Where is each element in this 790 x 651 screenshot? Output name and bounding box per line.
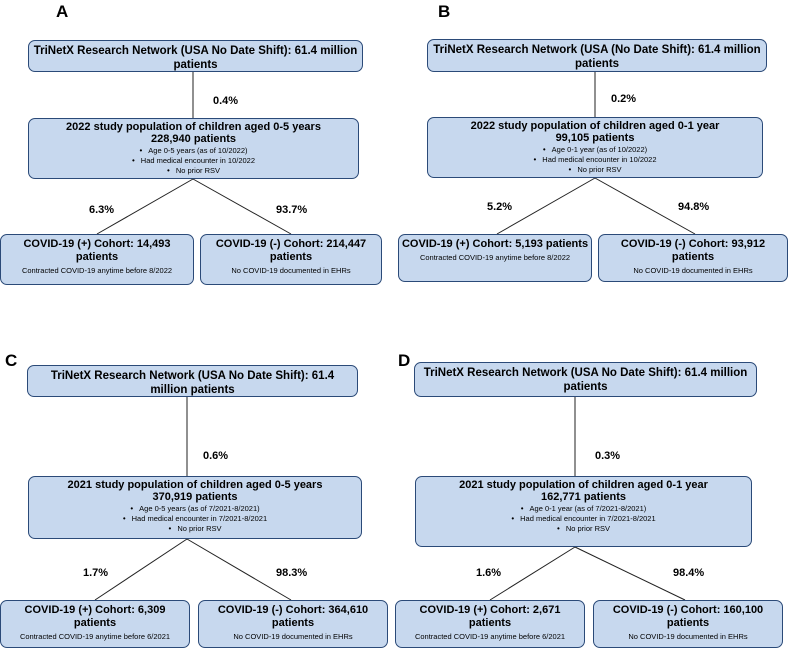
covid-positive-cohort-note: Contracted COVID-19 anytime before 6/202…	[414, 632, 566, 641]
panel-a: A TriNetX Research Network (USA No Date …	[0, 0, 395, 325]
connector-lines	[489, 386, 686, 601]
inclusion-criteria: Age 0-1 year (as of 10/2022) Had medical…	[432, 145, 758, 175]
study-population-title: 2021 study population of children aged 0…	[67, 479, 323, 491]
criterion-encounter: Had medical encounter in 10/2022	[33, 156, 354, 166]
study-population-box: 2022 study population of children aged 0…	[28, 118, 359, 179]
covid-negative-cohort-title: COVID-19 (-) Cohort: 160,100 patients	[612, 604, 764, 629]
study-population-title: 2022 study population of children aged 0…	[470, 120, 720, 132]
criterion-age: Age 0-1 year (as of 7/2021-8/2021)	[420, 504, 747, 514]
inclusion-criteria: Age 0-5 years (as of 10/2022) Had medica…	[33, 146, 354, 176]
inclusion-criteria: Age 0-1 year (as of 7/2021-8/2021) Had m…	[420, 504, 747, 534]
percent-covid-positive: 6.3%	[89, 204, 115, 216]
connector-left	[496, 177, 596, 235]
covid-positive-cohort-note: Contracted COVID-19 anytime before 6/202…	[19, 632, 171, 641]
connector-left	[489, 546, 576, 601]
criterion-age: Age 0-5 years (as of 10/2022)	[33, 146, 354, 156]
percent-study-population: 0.4%	[213, 95, 239, 107]
study-population-box: 2021 study population of children aged 0…	[28, 476, 362, 539]
covid-positive-cohort-title: COVID-19 (+) Cohort: 6,309 patients	[24, 604, 166, 629]
criterion-no-rsv: No prior RSV	[432, 165, 758, 175]
covid-negative-cohort-title: COVID-19 (-) Cohort: 214,447 patients	[215, 238, 367, 263]
percent-study-population: 0.2%	[611, 93, 637, 105]
percent-study-population: 0.3%	[595, 450, 621, 462]
percent-covid-negative: 93.7%	[276, 204, 308, 216]
covid-negative-cohort-title: COVID-19 (-) Cohort: 93,912 patients	[620, 238, 766, 263]
panel-letter: A	[56, 2, 69, 21]
covid-positive-cohort-box: COVID-19 (+) Cohort: 6,309 patients Cont…	[0, 600, 190, 648]
criterion-no-rsv: No prior RSV	[33, 166, 354, 176]
study-population-count: 162,771 patients	[541, 491, 626, 503]
source-network-box: TriNetX Research Network (USA No Date Sh…	[27, 365, 358, 397]
percent-covid-negative: 94.8%	[678, 201, 710, 213]
connector-right	[186, 538, 292, 601]
percent-covid-negative: 98.3%	[276, 567, 308, 579]
panel-c: C TriNetX Research Network (USA No Date …	[0, 325, 395, 650]
source-network-box: TriNetX Research Network (USA No Date Sh…	[414, 362, 757, 397]
criterion-encounter: Had medical encounter in 7/2021-8/2021	[420, 514, 747, 524]
covid-negative-cohort-box: COVID-19 (-) Cohort: 93,912 patients No …	[598, 234, 788, 282]
panel-letter: C	[5, 351, 18, 370]
percent-covid-negative: 98.4%	[673, 567, 705, 579]
percent-study-population: 0.6%	[203, 450, 229, 462]
source-network-box: TriNetX Research Network (USA No Date Sh…	[28, 40, 363, 72]
covid-positive-cohort-box: COVID-19 (+) Cohort: 5,193 patients Cont…	[398, 234, 592, 282]
study-population-box: 2021 study population of children aged 0…	[415, 476, 752, 547]
percent-covid-positive: 1.7%	[83, 567, 109, 579]
criterion-no-rsv: No prior RSV	[33, 524, 357, 534]
connector-lines	[496, 72, 696, 235]
connector-lines	[94, 382, 292, 601]
panel-d: D TriNetX Research Network (USA No Date …	[395, 325, 790, 650]
covid-positive-cohort-title: COVID-19 (+) Cohort: 2,671 patients	[419, 604, 561, 629]
covid-positive-cohort-box: COVID-19 (+) Cohort: 14,493 patients Con…	[0, 234, 194, 285]
covid-negative-cohort-box: COVID-19 (-) Cohort: 160,100 patients No…	[593, 600, 783, 648]
covid-positive-cohort-title: COVID-19 (+) Cohort: 14,493 patients	[23, 238, 171, 263]
connector-left	[96, 178, 194, 235]
covid-positive-cohort-note: Contracted COVID-19 anytime before 8/202…	[21, 266, 173, 275]
connector-right	[192, 178, 292, 235]
covid-positive-cohort-note: Contracted COVID-19 anytime before 8/202…	[419, 253, 571, 262]
covid-positive-cohort-title: COVID-19 (+) Cohort: 5,193 patients	[401, 238, 589, 250]
covid-positive-cohort-box: COVID-19 (+) Cohort: 2,671 patients Cont…	[395, 600, 585, 648]
covid-negative-cohort-note: No COVID-19 documented in EHRs	[633, 266, 753, 275]
connector-lines	[96, 72, 292, 235]
covid-negative-cohort-note: No COVID-19 documented in EHRs	[628, 632, 748, 641]
connector-left	[94, 538, 188, 601]
panel-b: B TriNetX Research Network (USA (No Date…	[398, 0, 790, 325]
study-population-title: 2021 study population of children aged 0…	[459, 479, 708, 491]
covid-negative-cohort-box: COVID-19 (-) Cohort: 214,447 patients No…	[200, 234, 382, 285]
study-population-box: 2022 study population of children aged 0…	[427, 117, 763, 178]
criterion-age: Age 0-1 year (as of 10/2022)	[432, 145, 758, 155]
study-population-count: 370,919 patients	[152, 491, 238, 503]
criterion-age: Age 0-5 years (as of 7/2021-8/2021)	[33, 504, 357, 514]
connector-right	[574, 546, 686, 601]
covid-negative-cohort-note: No COVID-19 documented in EHRs	[231, 266, 351, 275]
covid-negative-cohort-box: COVID-19 (-) Cohort: 364,610 patients No…	[198, 600, 388, 648]
covid-negative-cohort-note: No COVID-19 documented in EHRs	[233, 632, 353, 641]
inclusion-criteria: Age 0-5 years (as of 7/2021-8/2021) Had …	[33, 504, 357, 534]
study-population-count: 228,940 patients	[151, 133, 236, 145]
source-network-box: TriNetX Research Network (USA (No Date S…	[427, 39, 767, 72]
panel-letter: B	[438, 2, 451, 21]
study-population-count: 99,105 patients	[555, 132, 635, 144]
criterion-encounter: Had medical encounter in 10/2022	[432, 155, 758, 165]
criterion-no-rsv: No prior RSV	[420, 524, 747, 534]
percent-covid-positive: 1.6%	[476, 567, 502, 579]
study-population-title: 2022 study population of children aged 0…	[66, 121, 321, 133]
criterion-encounter: Had medical encounter in 7/2021-8/2021	[33, 514, 357, 524]
percent-covid-positive: 5.2%	[487, 201, 513, 213]
connector-right	[594, 177, 696, 235]
panel-letter: D	[398, 351, 411, 370]
covid-negative-cohort-title: COVID-19 (-) Cohort: 364,610 patients	[217, 604, 369, 629]
